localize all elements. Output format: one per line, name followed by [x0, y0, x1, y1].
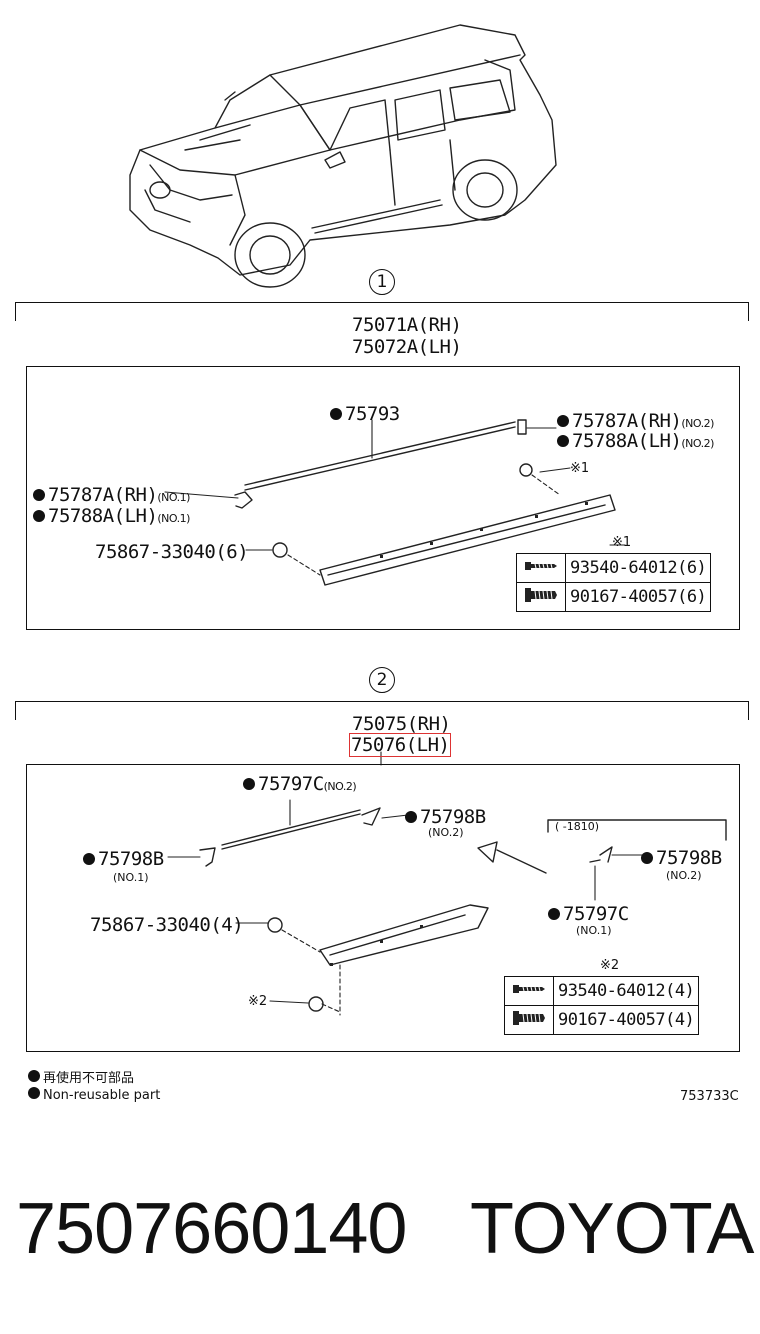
part-75798b-no1-sub: (NO.1) — [113, 871, 149, 884]
non-reusable-dot-icon — [28, 1070, 40, 1082]
part-75797c-no1-sub: (NO.1) — [576, 924, 612, 937]
fastener-row: 90167-40057(6) — [516, 582, 712, 612]
fastener-part: 93540-64012(6) — [564, 553, 712, 583]
non-reusable-dot-icon — [83, 853, 95, 865]
diagram-code: 753733C — [680, 1089, 739, 1104]
section1-header-lh: 75072A(LH) — [352, 336, 462, 358]
part-label: 75797C — [258, 773, 324, 795]
section2-bracket — [15, 701, 749, 720]
section2-header-lh-highlighted: 75076(LH) — [349, 733, 452, 757]
callout-1: 1 — [369, 269, 395, 295]
production-range: ( -1810) — [555, 820, 600, 833]
part-75788a-no2: 75788A(LH)(NO.2) — [557, 430, 714, 452]
bolt-icon — [516, 582, 566, 612]
part-label: 75788A(LH) — [48, 505, 158, 527]
part-label: 75787A(RH) — [48, 484, 158, 506]
non-reusable-dot-icon — [33, 489, 45, 501]
part-75793: 75793 — [330, 403, 400, 425]
footer-brand: TOYOTA — [470, 1189, 754, 1269]
ref-mark-2: ※2 — [248, 994, 268, 1009]
part-label: 75798B — [98, 848, 164, 870]
part-sub: (NO.2) — [681, 417, 714, 430]
part-label: 75793 — [345, 403, 400, 425]
ref-mark-1: ※1 — [570, 461, 590, 476]
part-75797c-no1: 75797C — [548, 903, 629, 925]
part-75787a-no2: 75787A(RH)(NO.2) — [557, 410, 714, 432]
non-reusable-dot-icon — [243, 778, 255, 790]
bolt-icon — [504, 1005, 554, 1035]
screw-icon — [504, 976, 554, 1006]
non-reusable-dot-icon — [33, 510, 45, 522]
non-reusable-dot-icon — [641, 852, 653, 864]
callout-2: 2 — [369, 667, 395, 693]
part-75798b-no2-top-sub: (NO.2) — [428, 826, 464, 839]
part-75798b-no2-right: 75798B — [641, 847, 722, 869]
section2-frame — [26, 764, 740, 1052]
section2-header-rh: 75075(RH) — [352, 713, 451, 735]
legend-line-jp: 再使用不可部品 — [28, 1067, 134, 1086]
ref-mark-1-table: ※1 — [612, 535, 632, 550]
legend-line-en: Non-reusable part — [28, 1087, 160, 1103]
section1-parts — [234, 419, 616, 586]
part-sub: (NO.1) — [157, 512, 190, 525]
legend-text: Non-reusable part — [43, 1088, 161, 1103]
non-reusable-dot-icon — [557, 415, 569, 427]
vehicle-illustration — [129, 24, 557, 288]
part-75798b-no2-top: 75798B — [405, 806, 486, 828]
fastener-table-2: 93540-64012(4) 90167-40057(4) — [504, 976, 700, 1035]
part-label: 75787A(RH) — [572, 410, 682, 432]
non-reusable-dot-icon — [405, 811, 417, 823]
fastener-row: 93540-64012(6) — [516, 553, 712, 583]
section1-frame — [26, 366, 740, 630]
part-sub: (NO.2) — [681, 437, 714, 450]
screw-icon — [516, 553, 566, 583]
part-75797c-no2: 75797C(NO.2) — [243, 773, 357, 795]
part-label: 75798B — [656, 847, 722, 869]
fastener-part: 90167-40057(4) — [552, 1005, 700, 1035]
fastener-part: 93540-64012(4) — [552, 976, 700, 1006]
part-75798b-no1: 75798B — [83, 848, 164, 870]
fastener-row: 90167-40057(4) — [504, 1005, 700, 1035]
section1-header-rh: 75071A(RH) — [352, 314, 462, 336]
non-reusable-dot-icon — [557, 435, 569, 447]
fastener-part: 90167-40057(6) — [564, 582, 712, 612]
part-clip-75867: 75867-33040(6) — [95, 541, 249, 563]
part-75788a-no1: 75788A(LH)(NO.1) — [33, 505, 190, 527]
section1-bracket — [15, 302, 749, 321]
footer-part-number: 7507660140 — [16, 1189, 407, 1269]
part-clip-75867: 75867-33040(4) — [90, 914, 244, 936]
non-reusable-dot-icon — [330, 408, 342, 420]
fastener-table-1: 93540-64012(6) 90167-40057(6) — [516, 553, 712, 612]
legend-text: 再使用不可部品 — [43, 1071, 135, 1086]
non-reusable-dot-icon — [28, 1087, 40, 1099]
part-sub: (NO.2) — [323, 780, 357, 793]
part-75798b-no2-right-sub: (NO.2) — [666, 869, 702, 882]
part-75787a-no1: 75787A(RH)(NO.1) — [33, 484, 190, 506]
fastener-row: 93540-64012(4) — [504, 976, 700, 1006]
section2-parts — [199, 807, 727, 1012]
ref-mark-2-table: ※2 — [600, 958, 620, 973]
non-reusable-dot-icon — [548, 908, 560, 920]
part-label: 75798B — [420, 806, 486, 828]
part-sub: (NO.1) — [157, 491, 190, 504]
part-label: 75797C — [563, 903, 629, 925]
part-label: 75788A(LH) — [572, 430, 682, 452]
